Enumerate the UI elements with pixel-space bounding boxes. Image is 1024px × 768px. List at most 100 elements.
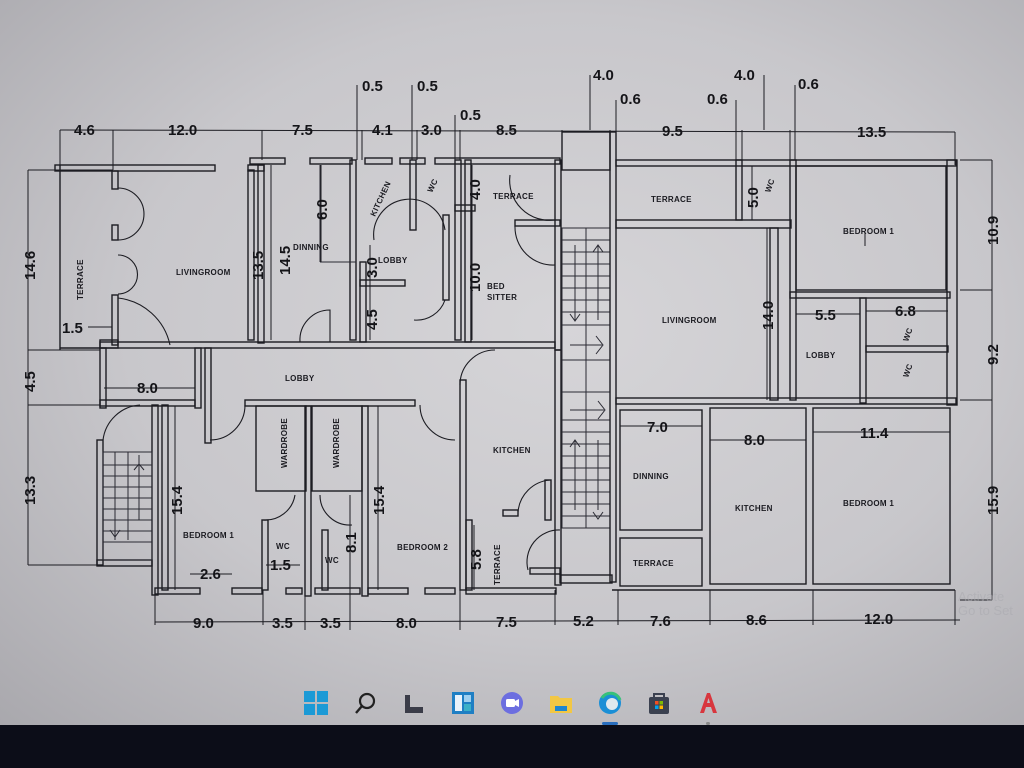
dim-top-1: 4.6 <box>74 122 95 139</box>
dim-bottom-5: 7.5 <box>496 614 517 631</box>
dim-top-3: 7.5 <box>292 122 313 139</box>
floor-plan-drawing: 4.6 12.0 7.5 4.1 3.0 8.5 9.5 13.5 0.5 0.… <box>22 67 1002 632</box>
taskbar-task-view-button[interactable] <box>400 689 428 717</box>
dim-terrace-top: 4.0 <box>467 179 484 200</box>
room-wc-left-2: WC <box>325 556 339 565</box>
left-dimension-line <box>27 169 113 566</box>
dim-wc-door: 1.5 <box>270 557 291 574</box>
dim-livingroom-right: 14.0 <box>760 301 777 330</box>
dim-bed-sitter: 10.0 <box>467 263 484 292</box>
edge-icon <box>599 691 622 714</box>
room-terrace-right-bottom: TERRACE <box>633 559 674 568</box>
room-bed-sitter-line1: BED <box>487 282 505 291</box>
room-bedroom-1-left: BEDROOM 1 <box>183 531 234 540</box>
chat-icon <box>501 691 523 714</box>
callout-top-8: 0.6 <box>798 76 819 93</box>
dim-bedroom-right: 11.4 <box>860 425 889 442</box>
dim-top-2: 12.0 <box>168 122 197 139</box>
staircase-middle <box>561 227 611 529</box>
dim-dinning: 14.5 <box>277 246 294 275</box>
callout-top-3: 0.5 <box>460 107 481 124</box>
dim-bedroom1-left: 15.4 <box>169 485 186 515</box>
room-terrace-left: TERRACE <box>76 259 85 300</box>
dim-lobby-left: 8.0 <box>137 380 158 397</box>
screen <box>0 0 1024 725</box>
room-terrace-mid: TERRACE <box>493 544 502 585</box>
room-lobby-right: LOBBY <box>806 351 836 360</box>
dim-kitchen-top: 6.0 <box>314 199 331 220</box>
room-wc-right-2: WC <box>901 363 914 379</box>
dim-wc-right-w: 6.8 <box>895 303 916 320</box>
taskbar-file-explorer-button[interactable] <box>547 689 575 717</box>
room-kitchen-right: KITCHEN <box>735 504 773 513</box>
dim-kitchen-right: 8.0 <box>744 432 765 449</box>
dim-bottom-6: 5.2 <box>573 613 594 630</box>
callout-top-4: 4.0 <box>593 67 614 84</box>
dim-lobby-right: 5.5 <box>815 307 836 324</box>
dim-right-2: 9.2 <box>985 344 1002 365</box>
dim-wc-right: 5.0 <box>745 187 762 208</box>
edge-active-indicator <box>602 721 618 725</box>
dim-bottom-7: 7.6 <box>650 613 671 630</box>
taskbar-chat-button[interactable] <box>498 689 526 717</box>
dim-dinning-right: 7.0 <box>647 419 668 436</box>
room-bedroom-2: BEDROOM 2 <box>397 543 448 552</box>
room-livingroom-left: LIVINGROOM <box>176 268 231 277</box>
dim-top-4: 4.1 <box>372 122 393 139</box>
dim-wc: 8.1 <box>343 532 360 553</box>
callout-top-1: 0.5 <box>362 78 383 95</box>
room-kitchen-top: KITCHEN <box>369 180 393 218</box>
taskbar <box>0 680 1024 725</box>
watermark-line1: Activate <box>958 589 1005 604</box>
dim-top-7: 9.5 <box>662 123 683 140</box>
taskbar-edge-button[interactable] <box>596 689 624 725</box>
room-wardrobe-2: WARDROBE <box>332 418 341 468</box>
taskbar-store-button[interactable] <box>645 689 673 717</box>
room-kitchen-mid: KITCHEN <box>493 446 531 455</box>
dim-left-2: 4.5 <box>22 371 39 392</box>
dim-bottom-9: 12.0 <box>864 611 893 628</box>
dim-right-1: 10.9 <box>985 216 1002 245</box>
room-wc-left-1: WC <box>276 542 290 551</box>
windows-logo-icon <box>304 690 328 715</box>
dim-top-5: 3.0 <box>421 122 442 139</box>
callout-top-7: 4.0 <box>734 67 755 84</box>
walls-left-block <box>54 157 613 597</box>
dim-top-6: 8.5 <box>496 122 517 139</box>
inner-dimension-lines <box>88 165 950 590</box>
dim-lobby-top: 3.0 <box>364 257 381 278</box>
walls-right-block <box>561 131 958 591</box>
dim-bottom-2: 3.5 <box>272 615 293 632</box>
room-dinning-right: DINNING <box>633 472 669 481</box>
taskbar-search-button[interactable] <box>351 689 379 717</box>
watermark-line2: Go to Set <box>958 603 1013 618</box>
dim-bedroom1-door: 2.6 <box>200 566 221 583</box>
dim-left-1: 14.6 <box>22 251 39 280</box>
bottom-dimension-line <box>154 590 961 630</box>
store-icon <box>649 692 669 714</box>
dim-top-8: 13.5 <box>857 124 886 141</box>
folder-icon <box>550 695 572 713</box>
dim-left-3: 13.3 <box>22 476 39 505</box>
dim-right-3: 15.9 <box>985 486 1002 515</box>
room-bed-sitter-line2: SITTER <box>487 293 517 302</box>
callout-top-2: 0.5 <box>417 78 438 95</box>
widgets-icon <box>452 691 474 714</box>
taskbar-autocad-button[interactable] <box>694 689 722 725</box>
taskbar-widgets-button[interactable] <box>449 689 477 717</box>
taskbar-start-button[interactable] <box>302 689 330 717</box>
room-terrace-top: TERRACE <box>493 192 534 201</box>
task-view-icon <box>405 694 423 713</box>
room-terrace-right-top: TERRACE <box>651 195 692 204</box>
dim-bottom-1: 9.0 <box>193 615 214 632</box>
autocad-running-indicator <box>706 721 710 725</box>
staircase-left <box>102 451 153 561</box>
room-bedroom-1-right-top: BEDROOM 1 <box>843 227 894 236</box>
dim-lobby-bottom: 4.5 <box>364 309 381 330</box>
callout-top-5: 0.6 <box>620 91 641 108</box>
dim-terrace-step: 1.5 <box>62 320 83 337</box>
room-lobby-mid: LOBBY <box>285 374 315 383</box>
search-icon <box>355 692 376 714</box>
dim-bottom-8: 8.6 <box>746 612 767 629</box>
room-livingroom-right: LIVINGROOM <box>662 316 717 325</box>
